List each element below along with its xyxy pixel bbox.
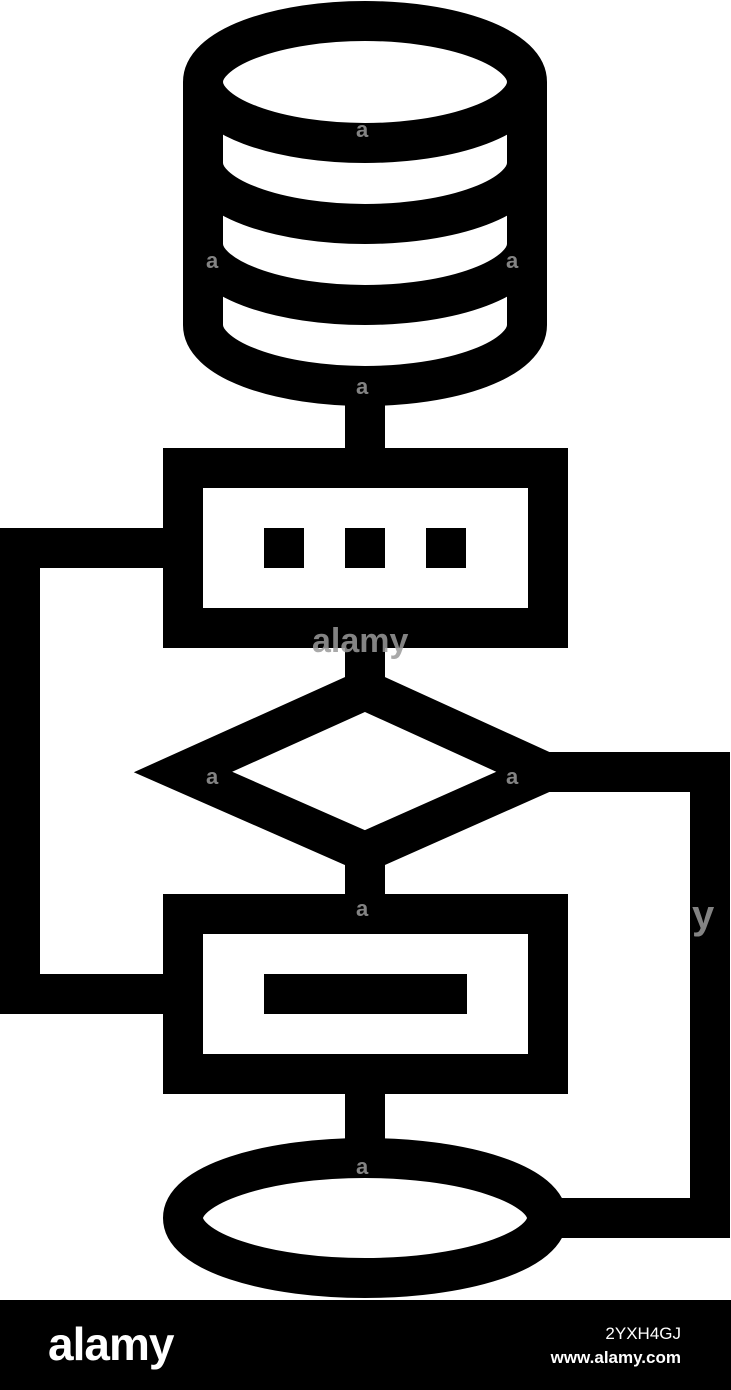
flowchart-diagram: a a a a alamy a a a y a	[0, 1, 730, 1298]
database-ring-2	[183, 242, 547, 325]
database-ring-1	[183, 161, 547, 244]
image-id: 2YXH4GJ	[605, 1324, 681, 1343]
process-box-icon	[163, 894, 568, 1094]
database-body	[183, 82, 547, 406]
watermark-mark: a	[356, 117, 369, 142]
watermark-mark: a	[506, 764, 519, 789]
watermark-mark: a	[356, 374, 369, 399]
terminal-oval-icon	[163, 1138, 567, 1298]
stock-footer-bar: alamy 2YXH4GJ www.alamy.com	[0, 1300, 731, 1390]
watermark-overlay: a a a a alamy a a a y a	[206, 117, 715, 1179]
watermark-edge: y	[692, 893, 715, 937]
site-url: www.alamy.com	[550, 1348, 681, 1367]
alamy-logo: alamy	[48, 1318, 174, 1370]
watermark-center: alamy	[312, 622, 408, 660]
watermark-mark: a	[356, 1154, 369, 1179]
process-dot-3	[426, 528, 466, 568]
watermark-mark: a	[356, 896, 369, 921]
process-bar	[264, 974, 467, 1014]
process-box-bottom	[163, 894, 568, 1094]
watermark-mark: a	[506, 248, 519, 273]
loop-connector-left	[0, 528, 183, 1014]
database-icon	[183, 1, 547, 406]
loop-connector-right	[530, 752, 730, 1238]
watermark-mark: a	[206, 764, 219, 789]
process-dot-1	[264, 528, 304, 568]
process-box-icon	[163, 448, 568, 648]
process-dot-2	[345, 528, 385, 568]
watermark-mark: a	[206, 248, 219, 273]
decision-diamond-icon	[133, 668, 594, 874]
database-top	[183, 1, 547, 163]
